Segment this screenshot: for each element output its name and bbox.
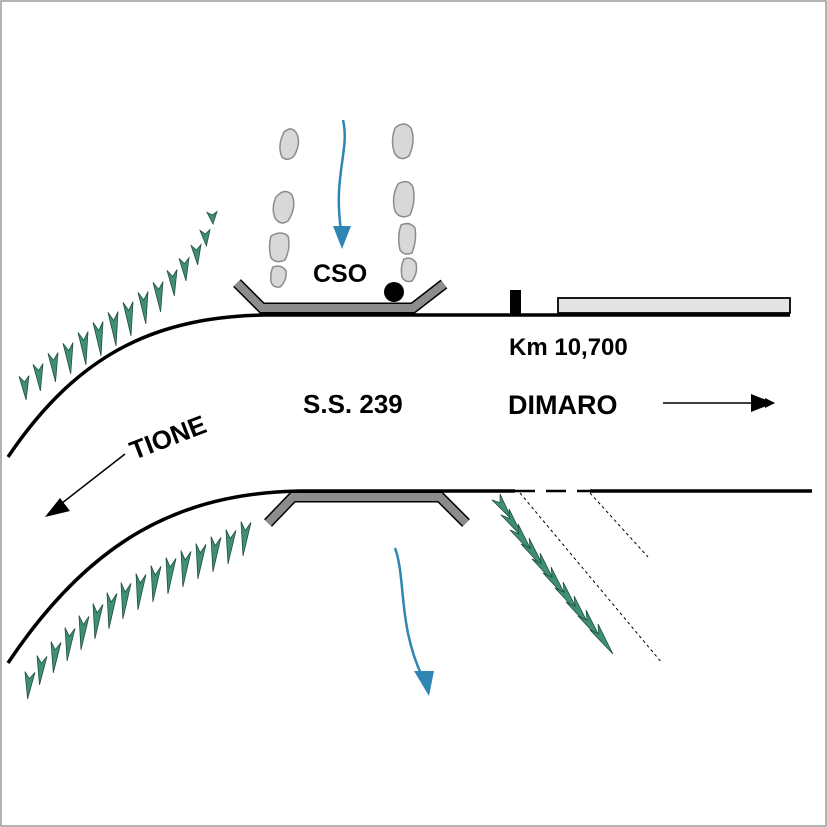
tione-arrowhead (45, 498, 70, 517)
vegetation-lower-left (24, 521, 252, 700)
rock-icon (279, 128, 300, 160)
vegetation-spike-icon (180, 550, 192, 587)
vegetation-upper-left (18, 210, 218, 401)
vegetation-spike-icon (589, 623, 614, 655)
tione-label: TIONE (125, 409, 210, 465)
culvert-lower-fill (265, 493, 469, 526)
dimaro-arrowhead (751, 394, 774, 412)
road-name-label: S.S. 239 (303, 389, 403, 419)
dashed-diagonal (589, 492, 649, 558)
road-edge-upper (6, 313, 790, 458)
vegetation-spike-icon (77, 331, 89, 365)
vegetation-spike-icon (78, 615, 90, 650)
vegetation-spike-icon (64, 627, 76, 661)
arrowhead (333, 226, 351, 249)
km-label: Km 10,700 (509, 334, 628, 361)
vegetation-lower-right (491, 493, 614, 655)
vegetation-spike-icon (120, 582, 132, 619)
road-edge-lower (6, 489, 515, 664)
cso-marker (384, 282, 404, 302)
rock-column-right (391, 123, 418, 283)
arrowhead (414, 671, 434, 696)
vegetation-spike-icon (195, 543, 207, 579)
vegetation-spike-icon (240, 521, 252, 556)
vegetation-spike-icon (24, 671, 36, 700)
vegetation-spike-icon (92, 603, 104, 639)
vegetation-spike-icon (135, 573, 147, 610)
cso-label: CSO (313, 260, 367, 288)
vegetation-spike-icon (166, 269, 178, 297)
vegetation-spike-icon (92, 321, 104, 356)
vegetation-spike-icon (190, 243, 202, 266)
vegetation-spike-icon (107, 311, 119, 346)
vegetation-spike-icon (500, 508, 524, 539)
rock-icon (268, 232, 290, 263)
vegetation-spike-icon (150, 565, 162, 602)
rock-column-left (268, 128, 300, 288)
rock-icon (397, 222, 417, 255)
vegetation-spike-icon (137, 291, 149, 324)
vegetation-spike-icon (32, 363, 44, 392)
vegetation-spike-icon (165, 557, 177, 594)
km-post (510, 290, 521, 316)
rock-icon (272, 190, 295, 224)
dashed-diagonal (519, 492, 663, 664)
vegetation-spike-icon (62, 342, 74, 374)
vegetation-spike-icon (178, 256, 190, 282)
vegetation-spike-icon (18, 375, 30, 401)
vegetation-spike-icon (199, 228, 211, 248)
culvert-upper-fill (234, 280, 447, 312)
vegetation-spike-icon (210, 536, 222, 572)
rock-icon (400, 257, 418, 283)
water-flow-in (333, 119, 351, 249)
rock-icon (391, 123, 414, 160)
vegetation-spike-icon (50, 641, 62, 673)
water-flow-arrow-icon (337, 119, 346, 231)
vegetation-spike-icon (491, 493, 513, 521)
vegetation-spike-icon (206, 210, 218, 226)
vegetation-spike-icon (122, 301, 134, 336)
water-flow-out (393, 547, 434, 696)
rock-icon (392, 180, 415, 218)
vegetation-spike-icon (106, 592, 118, 629)
guard-rail-bar (557, 297, 791, 314)
vegetation-spike-icon (47, 352, 59, 383)
vegetation-spike-icon (225, 529, 237, 564)
dimaro-label: DIMARO (508, 390, 618, 420)
vegetation-spike-icon (152, 281, 164, 312)
water-flow-arrow-icon (393, 547, 424, 677)
vegetation-spike-icon (36, 655, 48, 686)
rock-icon (270, 265, 287, 288)
